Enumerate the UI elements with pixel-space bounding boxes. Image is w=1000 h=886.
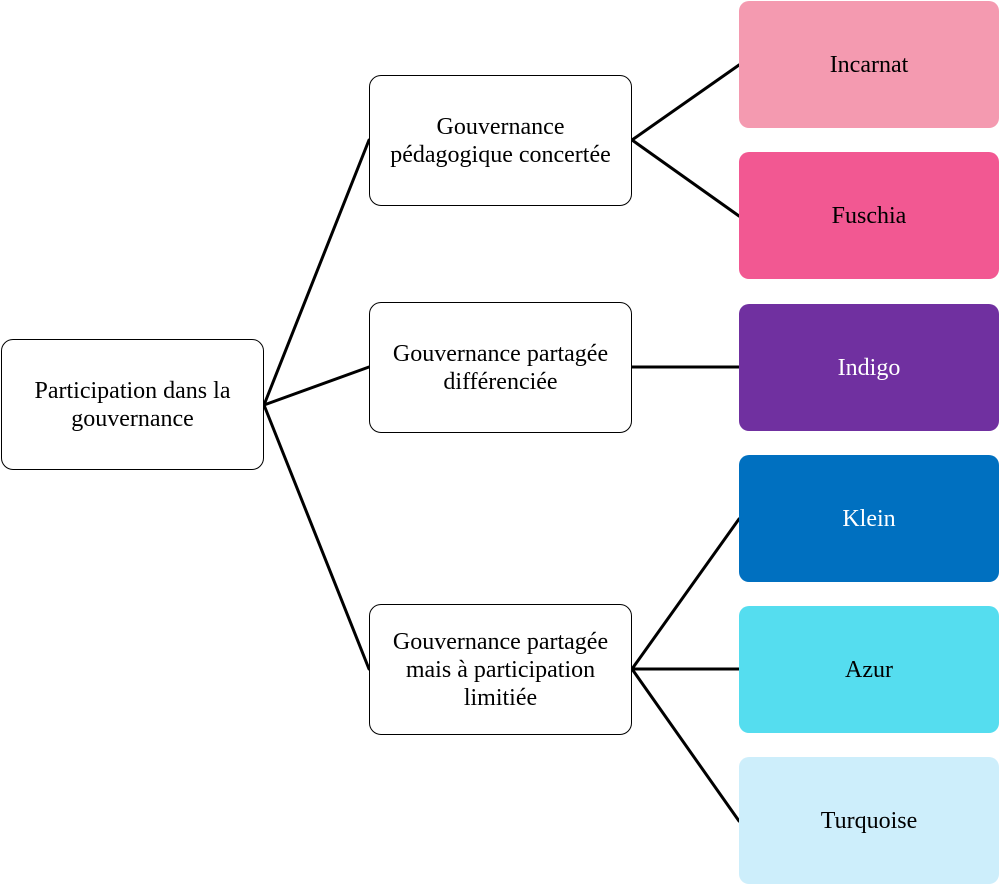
connector-root-to-branch-1	[262, 365, 371, 407]
leaf-node-label: Azur	[845, 656, 893, 683]
leaf-node-turquoise: Turquoise	[739, 757, 999, 884]
leaf-node-indigo: Indigo	[739, 304, 999, 431]
leaf-node-label: Turquoise	[820, 807, 918, 834]
leaf-node-klein: Klein	[739, 455, 999, 582]
branch-node-label: Gouvernance partagée différenciée	[392, 340, 609, 395]
connector-branch-2-to-leaf-3	[630, 517, 741, 671]
leaf-node-azur: Azur	[739, 606, 999, 733]
connector-branch-2-to-leaf-5	[630, 667, 741, 823]
leaf-node-incarnat: Incarnat	[739, 1, 999, 128]
branch-node-differenciee: Gouvernance partagée différenciée	[369, 302, 632, 433]
root-node-label: Participation dans la gouvernance	[34, 377, 231, 432]
branch-node-limitee: Gouvernance partagée mais à participatio…	[369, 604, 632, 735]
leaf-node-label: Klein	[842, 505, 896, 532]
branch-node-label: Gouvernance partagée mais à participatio…	[392, 628, 609, 711]
leaf-node-label: Incarnat	[829, 51, 909, 78]
connector-branch-0-to-leaf-0	[630, 63, 741, 142]
leaf-node-label: Fuschia	[831, 202, 907, 229]
connector-root-to-branch-2	[262, 403, 371, 671]
branch-node-label: Gouvernance pédagogique concertée	[390, 113, 611, 168]
leaf-node-fuschia: Fuschia	[739, 152, 999, 279]
connector-branch-0-to-leaf-1	[630, 138, 741, 218]
connector-root-to-branch-0	[262, 138, 371, 407]
leaf-node-label: Indigo	[837, 354, 901, 381]
branch-node-concertee: Gouvernance pédagogique concertée	[369, 75, 632, 206]
root-node: Participation dans la gouvernance	[1, 339, 264, 470]
